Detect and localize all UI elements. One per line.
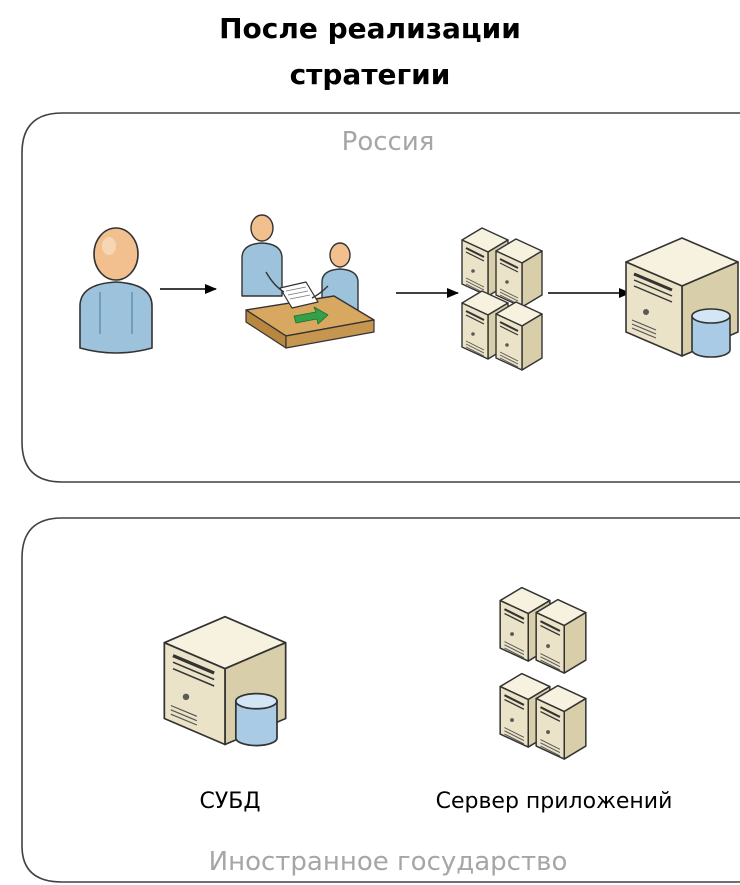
user-icon <box>79 227 153 354</box>
consultation-icon <box>241 214 375 349</box>
zone-foreign-border <box>21 517 740 883</box>
title-line-2: стратегии <box>289 58 451 91</box>
app-server-cluster-icon <box>499 586 587 761</box>
zone-russia: Россия <box>21 112 740 483</box>
zone-foreign-label: Иностранное государство <box>209 847 568 877</box>
title-line-1: После реализации <box>219 12 521 45</box>
server-cluster-icon <box>461 227 543 371</box>
dbms-label: СУБД <box>199 789 260 814</box>
zone-russia-label: Россия <box>342 127 435 157</box>
dbms-server-icon <box>164 617 285 746</box>
page-title: После реализации стратегии <box>0 6 740 98</box>
app-server-label: Сервер приложений <box>436 789 673 814</box>
zone-foreign: Иностранное государство <box>21 517 740 883</box>
database-server-icon <box>624 236 740 359</box>
zone-russia-border <box>21 112 740 483</box>
